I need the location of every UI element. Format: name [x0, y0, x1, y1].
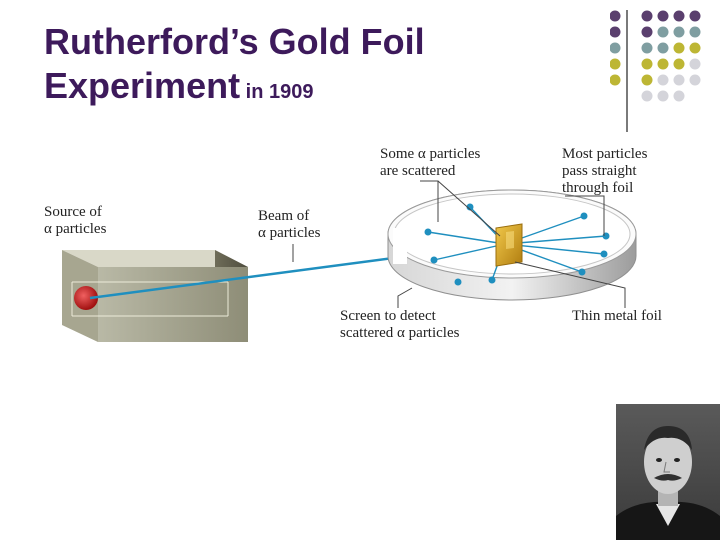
slide-title: Rutherford’s Gold Foil Experiment in 190… — [44, 20, 425, 114]
beam-label: Beam of α particles — [258, 208, 320, 242]
scientist-portrait-icon — [616, 404, 720, 540]
screen-label-line-2: scattered α particles — [340, 325, 460, 341]
leader-lines — [292, 180, 626, 308]
title-line-2-main: Experiment — [44, 65, 241, 106]
scattered-label-line-2: are scattered — [380, 163, 456, 179]
straight-through-label-line-1: Most particles — [562, 146, 648, 162]
gold-foil — [495, 223, 523, 267]
dot-grid-right — [641, 10, 701, 102]
scattered-label-line-1: Some α particles — [380, 146, 481, 162]
straight-through-label: Most particles pass straight through foi… — [562, 146, 647, 197]
dot-grid-icon — [610, 10, 701, 102]
beam-label-line-2: α particles — [258, 225, 321, 241]
scattered-label: Some α particles are scattered — [380, 146, 480, 180]
source-label: Source of α particles — [44, 204, 106, 238]
source-label-line-2: α particles — [44, 221, 107, 237]
screen-label: Screen to detect scattered α particles — [340, 308, 459, 342]
divider-line — [626, 10, 628, 132]
straight-through-label-line-2: pass straight — [562, 163, 637, 179]
dot-grid-left — [610, 10, 621, 86]
foil-label: Thin metal foil — [572, 308, 662, 324]
source-label-line-1: Source of — [44, 204, 102, 220]
experiment-diagram — [62, 180, 637, 342]
title-line-2-small: in 1909 — [240, 81, 314, 103]
detector-hits — [424, 203, 610, 286]
straight-through-label-line-3: through foil — [562, 180, 634, 196]
title-line-1: Rutherford’s Gold Foil — [44, 21, 425, 62]
alpha-source-icon — [74, 286, 98, 310]
beam-label-line-1: Beam of — [258, 208, 310, 224]
screen-label-line-1: Screen to detect — [340, 308, 436, 324]
